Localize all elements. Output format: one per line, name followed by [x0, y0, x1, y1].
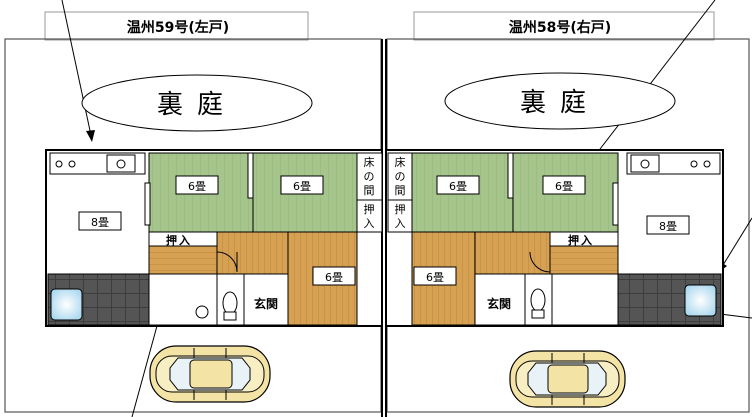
left-6jo-a-label: 6畳 — [188, 180, 206, 193]
right-8jo-label: 8畳 — [659, 220, 677, 233]
right-corridor-wood — [474, 231, 551, 275]
pointer-line — [131, 314, 161, 417]
right-alcove-char: の — [395, 170, 406, 183]
right-hallway-wood — [549, 245, 619, 275]
right-closet-label: 押入 — [568, 233, 594, 247]
right-alcove-char: 床 — [395, 155, 406, 169]
right-header-tab — [413, 11, 715, 41]
left-backyard-ellipse — [81, 74, 313, 132]
left-6jo-c-label: 6畳 — [325, 271, 343, 284]
right-house: 床 の 間 押 入 6畳 6畳 8畳 押入 6畳 玄関 — [385, 149, 724, 327]
right-alcove-char: 間 — [395, 184, 406, 197]
left-sink-icon — [195, 305, 209, 319]
left-alcove-char: 床 — [364, 155, 375, 169]
left-6jo-b-label: 6畳 — [293, 180, 311, 193]
left-side-closet-char: 押 — [364, 202, 375, 216]
left-car-icon — [149, 345, 271, 403]
left-house: 8畳 6畳 6畳 床 の 間 押 入 押入 6畳 — [45, 149, 383, 327]
right-6jo-b-label: 6畳 — [555, 180, 573, 193]
left-toilet-icon — [222, 291, 238, 315]
left-8jo-label: 8畳 — [91, 216, 109, 229]
right-backyard-label: 裏庭 — [520, 88, 600, 118]
right-header-title: 温州58号(右戸) — [509, 19, 611, 36]
right-toilet-icon — [530, 288, 546, 312]
right-backyard-ellipse — [444, 72, 676, 130]
left-entrance-label: 玄関 — [254, 296, 278, 311]
left-closet-label: 押入 — [166, 233, 192, 247]
left-bathtub — [50, 288, 83, 321]
right-side-closet-char: 入 — [395, 217, 406, 230]
pointer-line — [61, 0, 93, 141]
arrow-head — [86, 130, 95, 142]
left-alcove-char: 間 — [364, 184, 375, 197]
right-entrance-label: 玄関 — [487, 296, 511, 311]
left-header-tab — [44, 11, 309, 41]
left-backyard-label: 裏庭 — [157, 90, 237, 120]
pointer-line — [719, 217, 752, 271]
left-hallway-wood — [148, 245, 218, 275]
left-corridor-wood — [216, 231, 289, 275]
right-6jo-a-label: 6畳 — [449, 180, 467, 193]
right-6jo-c-label: 6畳 — [426, 271, 444, 284]
left-side-closet-char: 入 — [364, 217, 375, 230]
pointer-line — [589, 0, 716, 163]
right-side-closet-char: 押 — [395, 202, 406, 216]
left-header-title: 温州59号(左戸) — [127, 19, 229, 36]
left-8jo-label-box — [78, 211, 122, 231]
right-car-icon — [509, 350, 626, 408]
left-alcove-char: の — [364, 170, 375, 183]
right-bathtub — [684, 284, 717, 317]
